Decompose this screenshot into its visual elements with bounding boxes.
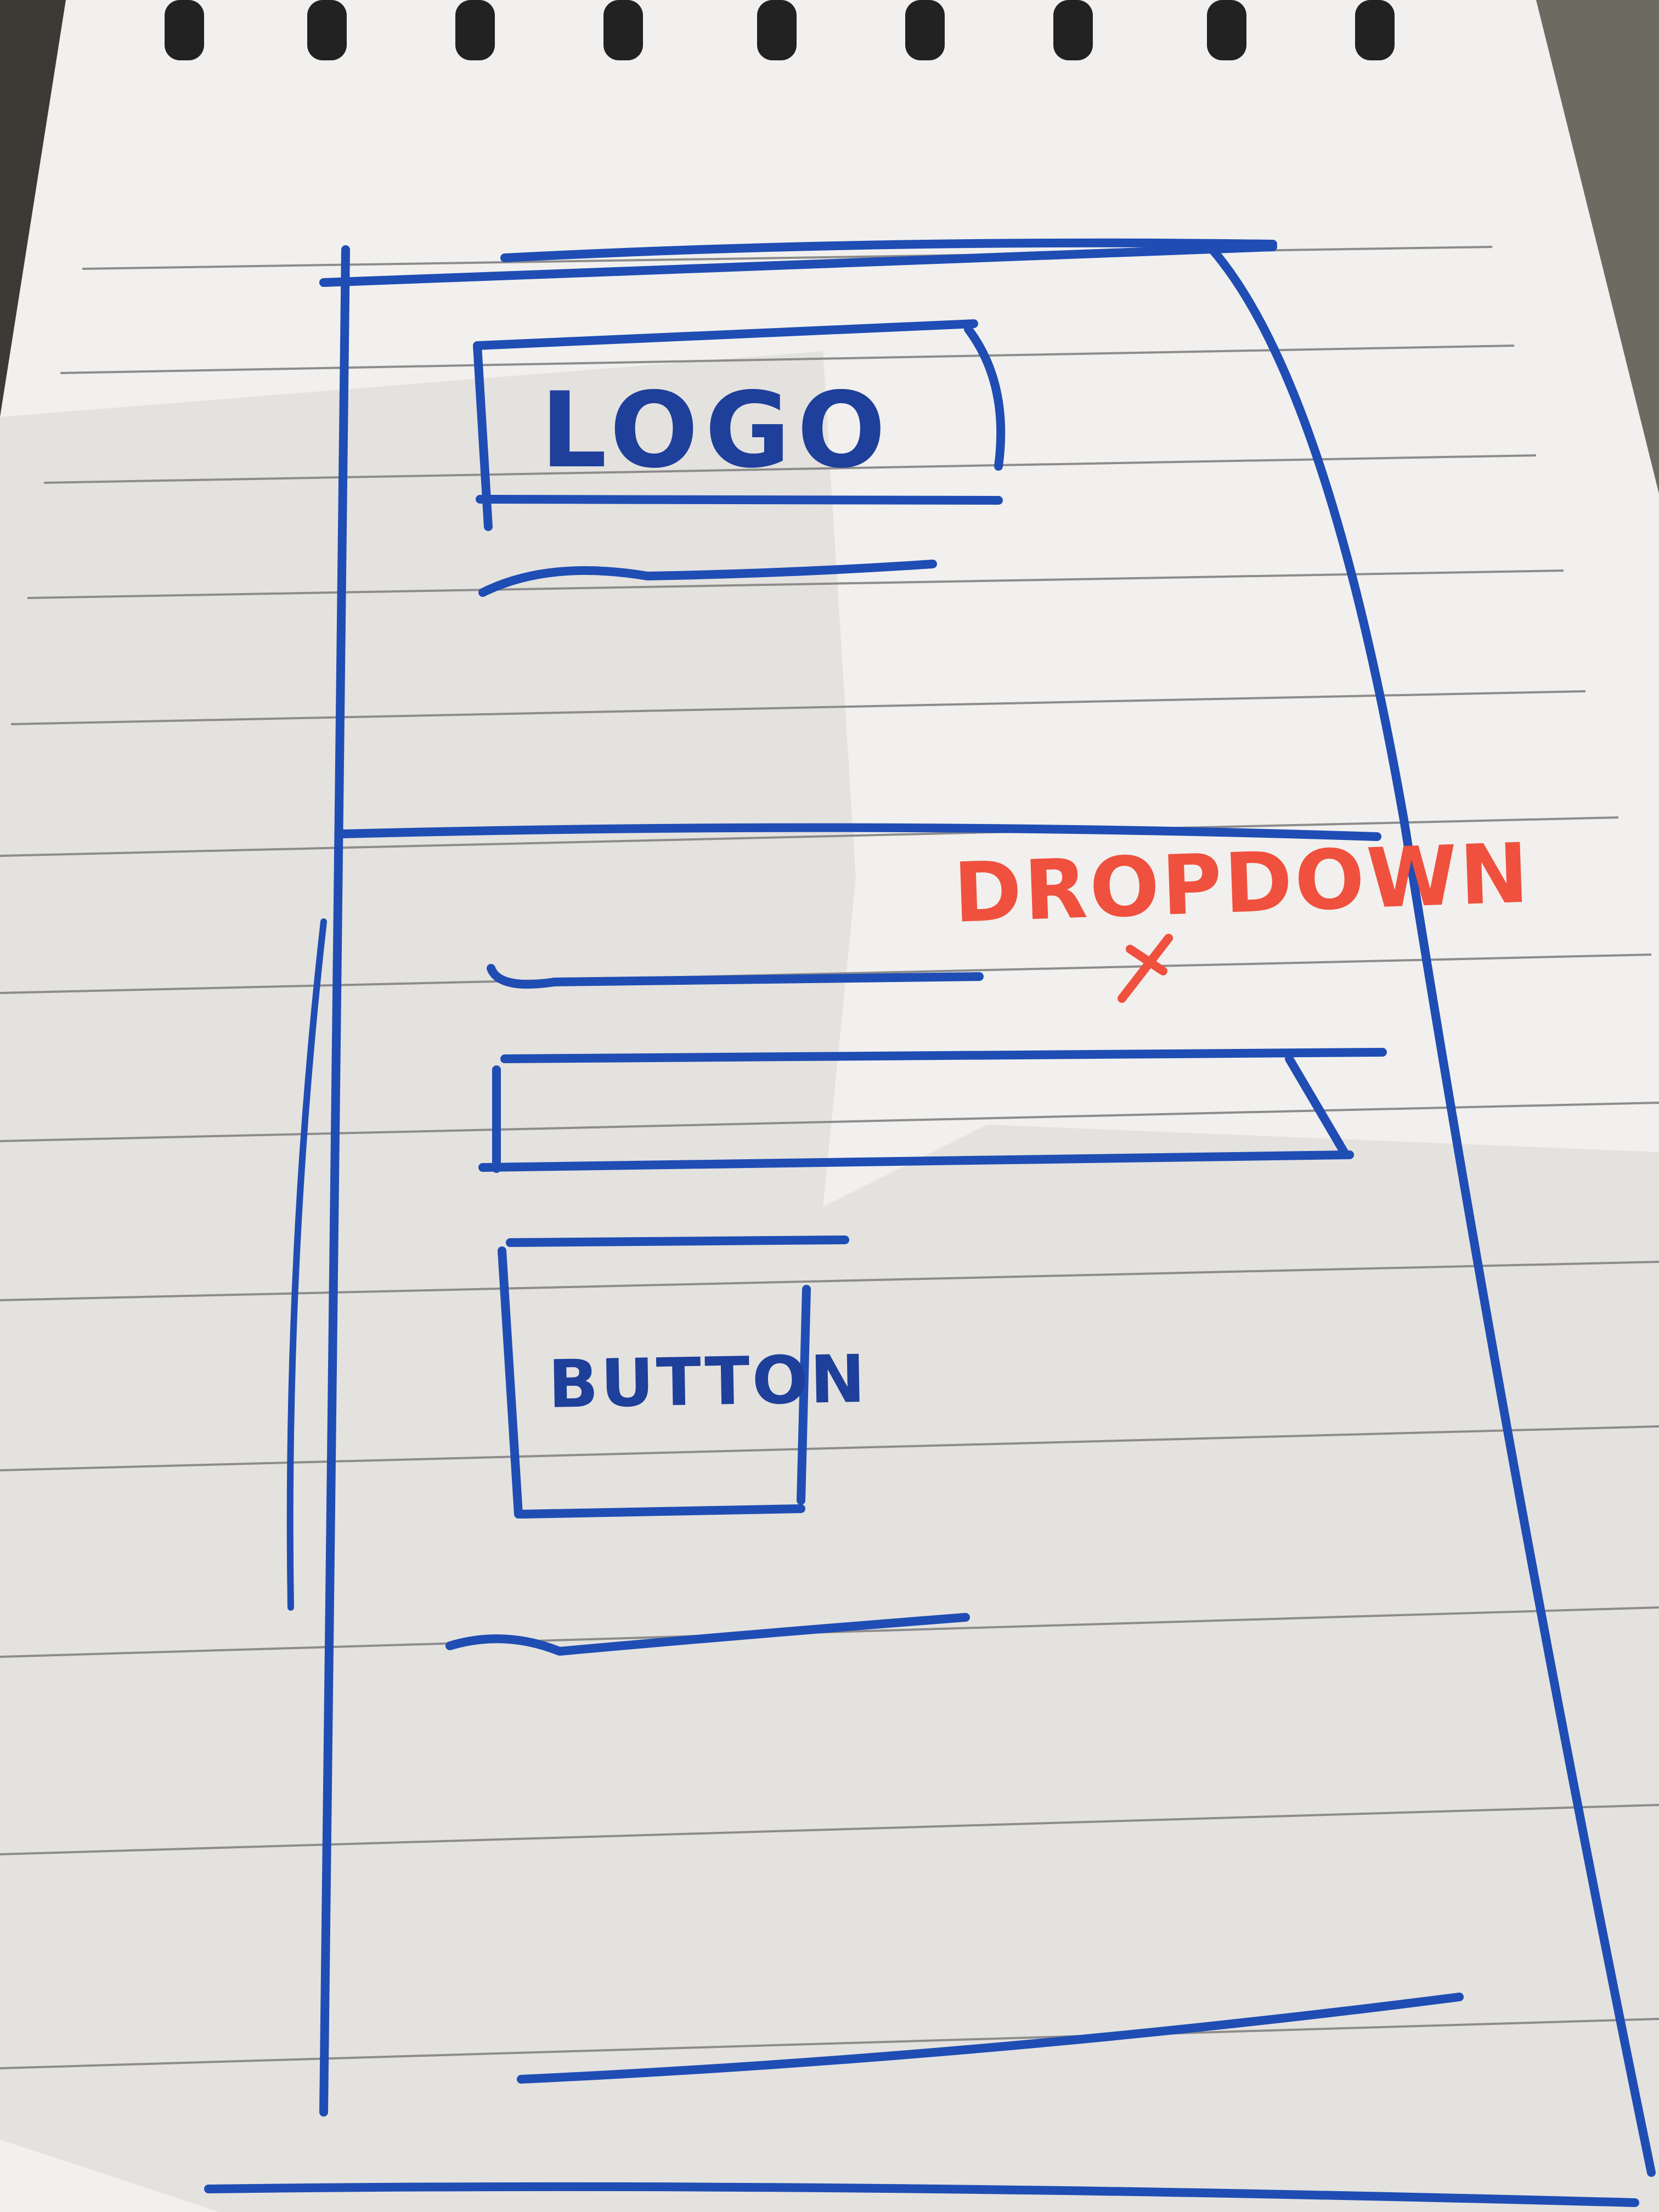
annotation-arrow xyxy=(1118,934,1173,1003)
background-corner-right xyxy=(1536,0,1659,494)
logo-label: LOGO xyxy=(540,370,892,491)
button-placeholder[interactable] xyxy=(498,1235,849,1519)
dropdown-annotation: DROPDOWN xyxy=(952,826,1532,941)
wireframe-page-frame xyxy=(204,238,1656,2207)
dropdown-label-placeholder xyxy=(487,964,984,989)
footer-text-placeholder xyxy=(445,1613,970,1656)
background-corner-left xyxy=(0,0,66,417)
spiral-binding xyxy=(165,0,1395,60)
logo-placeholder xyxy=(473,319,1006,531)
button-label: BUTTON xyxy=(548,1341,868,1423)
tagline-placeholder xyxy=(478,560,937,597)
section-divider xyxy=(338,823,1381,841)
dropdown-field[interactable] xyxy=(478,1048,1387,1173)
